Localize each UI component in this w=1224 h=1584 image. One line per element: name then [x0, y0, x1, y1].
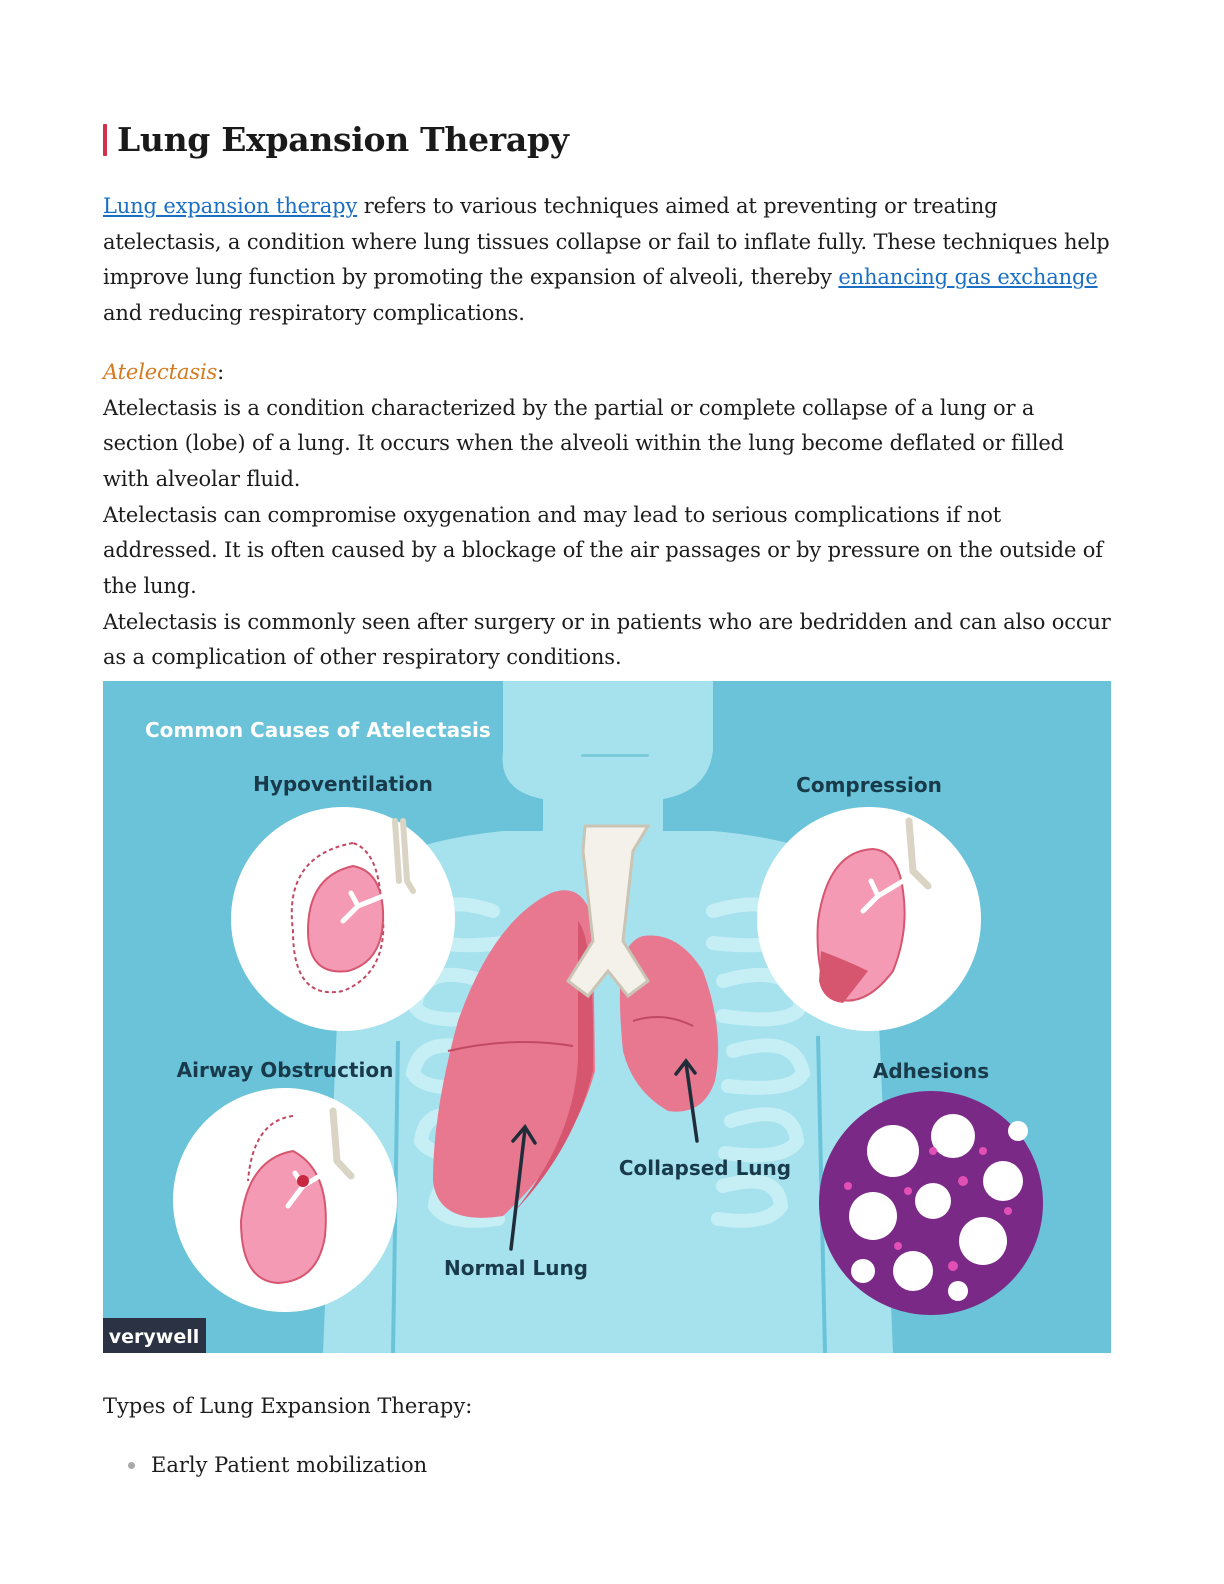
- intro-paragraph: Lung expansion therapy refers to various…: [103, 189, 1113, 332]
- airway-obstruction-label: Airway Obstruction: [177, 1058, 394, 1082]
- hypoventilation-label: Hypoventilation: [253, 772, 433, 796]
- trachea: [565, 824, 651, 999]
- types-heading: Types of Lung Expansion Therapy:: [103, 1394, 473, 1419]
- heading-accent-bar: [103, 123, 107, 156]
- section-heading: Lung Expansion Therapy: [103, 120, 1113, 159]
- adhesions-label: Adhesions: [873, 1059, 989, 1083]
- atelectasis-paragraph-2: Atelectasis can compromise oxygenation a…: [103, 502, 1103, 599]
- enhancing-gas-exchange-link[interactable]: enhancing gas exchange: [838, 265, 1098, 290]
- atelectasis-paragraph-1: Atelectasis is a condition characterized…: [103, 395, 1064, 491]
- list-item-label: Early Patient mobilization: [151, 1452, 428, 1477]
- logo-text: verywell: [109, 1326, 200, 1348]
- normal-lung-illustration: [433, 890, 595, 1218]
- atelectasis-subheading: Atelectasis:: [103, 355, 1113, 391]
- atelectasis-term: Atelectasis: [103, 359, 218, 384]
- types-list: Early Patient mobilization: [103, 1449, 1113, 1481]
- page-title: Lung Expansion Therapy: [117, 120, 569, 159]
- lung-expansion-therapy-link[interactable]: Lung expansion therapy: [103, 194, 358, 218]
- adhesions-inset: [819, 1091, 1043, 1316]
- airway-obstruction-inset: [173, 1088, 397, 1313]
- bullet-icon: [128, 1461, 135, 1469]
- pointer-arrows: [509, 1058, 699, 1251]
- collapsed-lung-label: Collapsed Lung: [619, 1156, 791, 1180]
- verywell-logo: verywell: [103, 1318, 206, 1354]
- compression-label: Compression: [796, 773, 942, 797]
- figure-title: Common Causes of Atelectasis: [145, 718, 491, 742]
- hypoventilation-inset: [231, 807, 455, 1032]
- atelectasis-paragraph-3: Atelectasis is commonly seen after surge…: [103, 609, 1111, 670]
- atelectasis-section: Atelectasis: Atelectasis is a condition …: [103, 355, 1113, 676]
- normal-lung-label: Normal Lung: [444, 1256, 588, 1280]
- intro-text-1: refers to various techniques aimed at pr…: [103, 194, 1110, 290]
- atelectasis-causes-illustration: Common Causes of Atelectasis Hypoventila…: [103, 681, 1111, 1354]
- article: Lung Expansion Therapy Lung expansion th…: [103, 120, 1113, 1481]
- list-item: Early Patient mobilization: [103, 1449, 1113, 1481]
- compression-inset: [757, 807, 981, 1032]
- atelectasis-colon: :: [217, 359, 225, 384]
- intro-text-2: and reducing respiratory complications.: [103, 301, 525, 326]
